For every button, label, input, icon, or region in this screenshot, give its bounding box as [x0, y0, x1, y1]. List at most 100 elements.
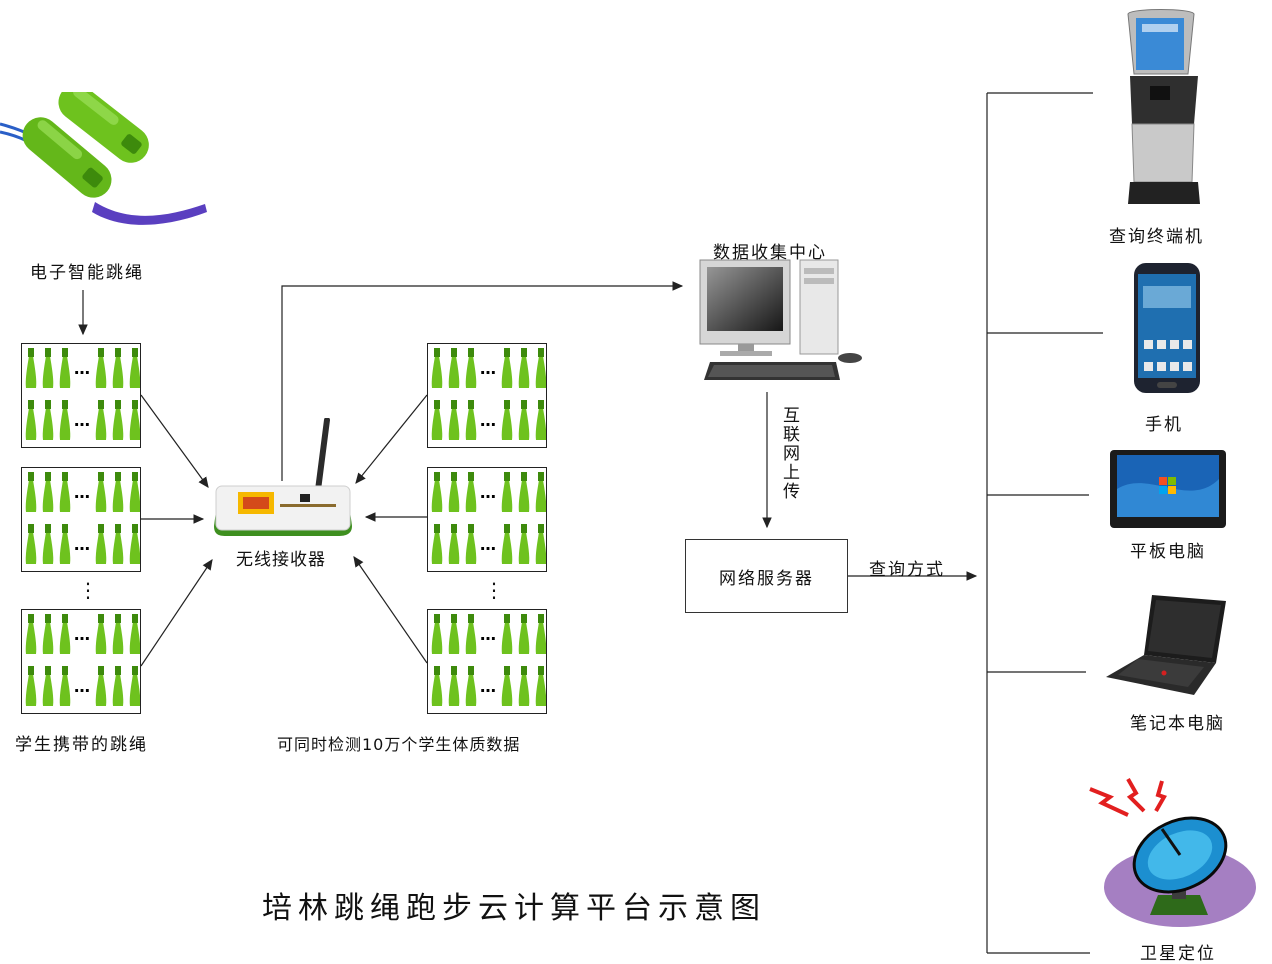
rope-handle-icon — [535, 356, 546, 388]
phone-icon — [1134, 263, 1200, 393]
rope-handle-icon — [59, 674, 71, 706]
device-label: 卫星定位 — [1140, 944, 1216, 964]
rope-handle-icon — [501, 622, 513, 654]
rope-handle-icon — [448, 532, 460, 564]
rope-handle-icon — [431, 480, 443, 512]
rope-handle-icon — [95, 674, 107, 706]
device-label: 平板电脑 — [1130, 542, 1206, 562]
rope-handle-icon — [25, 532, 37, 564]
ellipsis: … — [480, 483, 496, 502]
kiosk-icon — [1127, 9, 1200, 204]
wireless-receiver-icon — [214, 418, 352, 536]
rope-handle-icon — [112, 480, 124, 512]
rope-handle-icon — [518, 408, 530, 440]
rope-handle-icon — [501, 480, 513, 512]
rope-handle-icon — [129, 356, 140, 388]
rope-handle-icon — [535, 532, 546, 564]
arrow-left-bottom — [140, 559, 213, 667]
device-label: 手机 — [1145, 415, 1183, 435]
rope-handle-icon — [95, 408, 107, 440]
rope-handle-icon — [42, 408, 54, 440]
rope-handle-icon — [129, 480, 140, 512]
data-center-label: 数据收集中心 — [713, 243, 827, 263]
rope-handle-icon — [95, 356, 107, 388]
rope-handle-icon — [448, 674, 460, 706]
query-method-label: 查询方式 — [869, 560, 945, 580]
rope-handle-icon — [112, 408, 124, 440]
rope-handle-icon — [448, 480, 460, 512]
rope-handle-icon — [431, 356, 443, 388]
rope-label: 电子智能跳绳 — [30, 263, 144, 283]
ellipsis: … — [480, 535, 496, 554]
ellipsis: … — [74, 677, 90, 696]
capacity-label: 可同时检测10万个学生体质数据 — [277, 735, 521, 754]
rope-handle-icon — [42, 356, 54, 388]
rope-handle-icon — [129, 532, 140, 564]
arrow-left-top — [140, 394, 209, 488]
rope-handle-icon — [501, 356, 513, 388]
rope-handle-icon — [501, 532, 513, 564]
receiver-label: 无线接收器 — [236, 550, 326, 570]
rope-handle-icon — [59, 622, 71, 654]
rope-handle-icon — [448, 356, 460, 388]
satellite-icon — [1089, 778, 1256, 927]
vertical-ellipsis: ⋮ — [484, 578, 504, 602]
ellipsis: … — [74, 625, 90, 644]
rope-handle-icon — [518, 674, 530, 706]
rope-grid: …… — [21, 343, 141, 448]
ellipsis: … — [74, 411, 90, 430]
device-label: 查询终端机 — [1109, 227, 1204, 247]
rope-handle-icon — [501, 408, 513, 440]
tablet-icon — [1110, 450, 1226, 528]
rope-handle-icon — [95, 532, 107, 564]
rope-handle-icon — [112, 356, 124, 388]
rope-handle-icon — [465, 356, 477, 388]
rope-grid: …… — [21, 609, 141, 714]
laptop-icon — [1106, 595, 1226, 695]
rope-handle-icon — [448, 622, 460, 654]
jump-rope-icon — [0, 92, 207, 225]
rope-handle-icon — [25, 622, 37, 654]
rope-handle-icon — [518, 622, 530, 654]
rope-handle-icon — [535, 622, 546, 654]
rope-handle-icon — [25, 480, 37, 512]
diagram-title: 培林跳绳跑步云计算平台示意图 — [262, 891, 766, 926]
rope-handle-icon — [431, 674, 443, 706]
rope-handle-icon — [518, 356, 530, 388]
rope-handle-icon — [129, 408, 140, 440]
rope-handle-icon — [518, 532, 530, 564]
rope-handle-icon — [465, 408, 477, 440]
rope-grid: …… — [427, 609, 547, 714]
rope-handle-icon — [42, 622, 54, 654]
ellipsis: … — [74, 535, 90, 554]
ellipsis: … — [74, 359, 90, 378]
rope-handle-icon — [465, 532, 477, 564]
upload-label: 互联网上传 — [779, 406, 799, 501]
rope-handle-icon — [129, 622, 140, 654]
arrow-right-top — [355, 394, 428, 484]
arrow-receiver-to-center — [281, 281, 684, 481]
server-label: 网络服务器 — [719, 568, 814, 589]
rope-handle-icon — [25, 408, 37, 440]
rope-handle-icon — [518, 480, 530, 512]
rope-handle-icon — [25, 356, 37, 388]
device-label: 笔记本电脑 — [1130, 714, 1225, 734]
rope-handle-icon — [59, 408, 71, 440]
rope-handle-icon — [112, 622, 124, 654]
rope-handle-icon — [42, 480, 54, 512]
student-ropes-label: 学生携带的跳绳 — [15, 735, 148, 755]
vertical-ellipsis: ⋮ — [78, 578, 98, 602]
rope-handle-icon — [465, 674, 477, 706]
rope-grid: …… — [21, 467, 141, 572]
rope-handle-icon — [112, 532, 124, 564]
rope-handle-icon — [431, 408, 443, 440]
server-box: 网络服务器 — [685, 539, 848, 613]
rope-handle-icon — [431, 622, 443, 654]
rope-handle-icon — [42, 674, 54, 706]
rope-handle-icon — [25, 674, 37, 706]
rope-handle-icon — [535, 408, 546, 440]
rope-handle-icon — [42, 532, 54, 564]
ellipsis: … — [74, 483, 90, 502]
ellipsis: … — [480, 359, 496, 378]
